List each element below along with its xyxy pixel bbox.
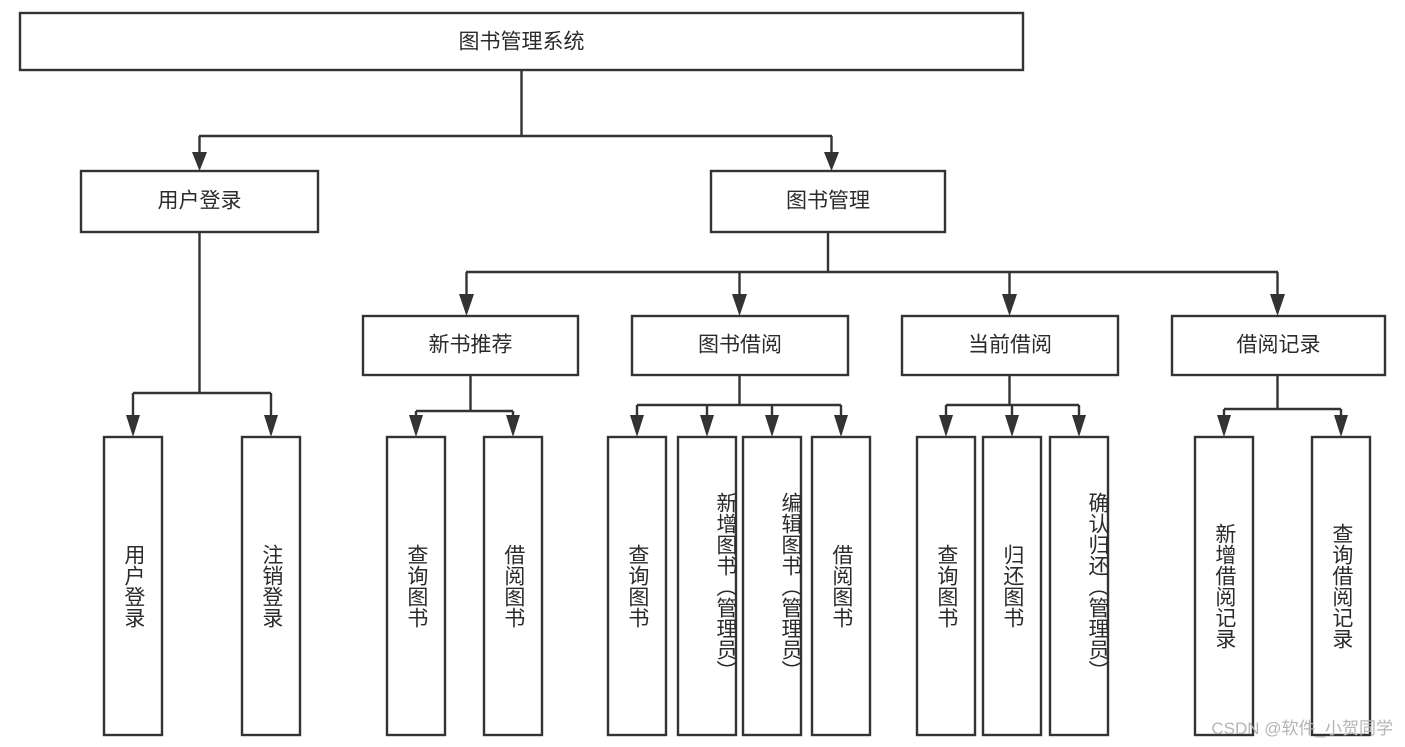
node-box-leaf-query-book-rec[interactable] xyxy=(385,435,447,737)
watermark-label: CSDN @软件_小贺同学 xyxy=(1211,719,1393,738)
connector-group-root xyxy=(192,70,839,171)
arrow-head-user-login xyxy=(192,152,207,171)
node-label-book-manage: 图书管理 xyxy=(786,190,870,213)
node-box-leaf-add-book-admin[interactable] xyxy=(676,435,738,737)
node-label-root: 图书管理系统 xyxy=(459,31,585,54)
arrow-head-leaf-edit-book-admin xyxy=(765,415,779,437)
node-box-leaf-query-book-current[interactable] xyxy=(915,435,977,737)
node-box-leaf-add-borrow-record[interactable] xyxy=(1193,435,1255,737)
node-box-root[interactable] xyxy=(18,11,1025,72)
node-box-leaf-borrow-book[interactable] xyxy=(810,435,872,737)
arrow-head-leaf-query-borrow-record xyxy=(1334,415,1348,437)
node-label-user-login: 用户登录 xyxy=(158,190,242,213)
connector-group-borrow-record xyxy=(1217,375,1348,437)
arrow-head-leaf-user-login xyxy=(126,415,140,437)
node-box-leaf-logout[interactable] xyxy=(240,435,302,737)
node-box-leaf-borrow-book-rec[interactable] xyxy=(482,435,544,737)
connector-group-new-book-recommend xyxy=(409,375,520,437)
arrow-head-leaf-borrow-book xyxy=(834,415,848,437)
node-box-leaf-query-book-borrow[interactable] xyxy=(606,435,668,737)
node-box-leaf-confirm-return-admin[interactable] xyxy=(1048,435,1110,737)
connector-group-book-borrow xyxy=(630,375,848,437)
node-label-new-book-recommend: 新书推荐 xyxy=(429,334,513,357)
arrow-head-leaf-add-borrow-record xyxy=(1217,415,1231,437)
arrow-head-book-borrow xyxy=(732,294,747,316)
arrow-head-new-book-recommend xyxy=(459,294,474,316)
node-box-leaf-edit-book-admin[interactable] xyxy=(741,435,803,737)
arrow-head-leaf-borrow-book-rec xyxy=(506,415,520,437)
node-box-leaf-user-login[interactable] xyxy=(102,435,164,737)
node-box-leaf-query-borrow-record[interactable] xyxy=(1310,435,1372,737)
node-box-new-book-recommend[interactable] xyxy=(361,314,580,377)
arrow-head-leaf-query-book-current xyxy=(939,415,953,437)
node-box-book-borrow[interactable] xyxy=(630,314,850,377)
node-box-book-manage[interactable] xyxy=(709,169,947,234)
node-box-borrow-record[interactable] xyxy=(1170,314,1387,377)
arrow-head-leaf-logout xyxy=(264,415,278,437)
arrow-head-leaf-return-book xyxy=(1005,415,1019,437)
node-box-user-login[interactable] xyxy=(79,169,320,234)
arrow-head-current-borrow xyxy=(1002,294,1017,316)
connector-group-current-borrow xyxy=(939,375,1086,437)
node-box-leaf-return-book[interactable] xyxy=(981,435,1043,737)
node-label-current-borrow: 当前借阅 xyxy=(968,334,1052,357)
arrow-head-leaf-query-book-rec xyxy=(409,415,423,437)
connector-group-user-login xyxy=(126,232,278,437)
arrow-head-leaf-add-book-admin xyxy=(700,415,714,437)
arrow-head-leaf-query-book-borrow xyxy=(630,415,644,437)
arrow-head-borrow-record xyxy=(1270,294,1285,316)
arrow-head-leaf-confirm-return-admin xyxy=(1072,415,1086,437)
node-label-book-borrow: 图书借阅 xyxy=(698,334,782,357)
node-box-current-borrow[interactable] xyxy=(900,314,1120,377)
connector-group-book-manage xyxy=(459,232,1285,316)
arrow-head-book-manage xyxy=(824,152,839,171)
node-label-borrow-record: 借阅记录 xyxy=(1237,334,1321,357)
